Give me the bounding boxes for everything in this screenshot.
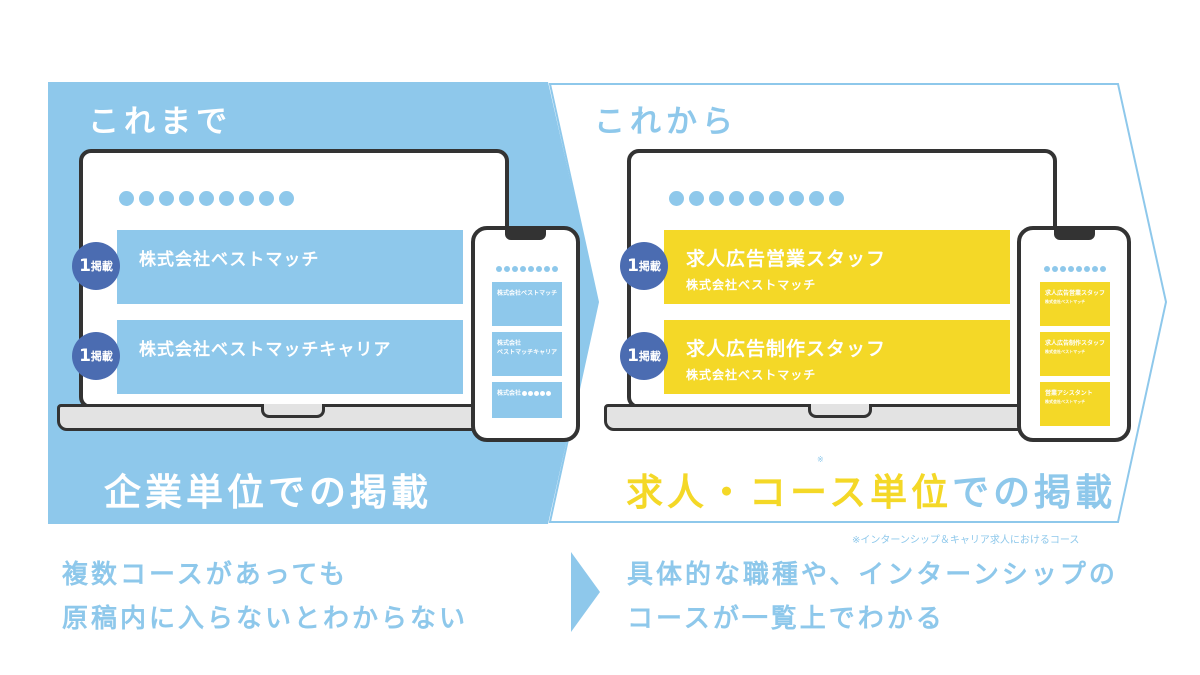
company-card: 株式会社ベストマッチキャリア (117, 320, 463, 394)
job-card: 求人広告制作スタッフ 株式会社ベストマッチ (664, 320, 1010, 394)
caption-rest: での掲載 (952, 471, 1117, 514)
laptop-screen-before: 株式会社ベストマッチ 株式会社ベストマッチキャリア (79, 149, 509, 409)
after-summary: 具体的な職種や、インターンシップの コースが一覧上でわかる (627, 553, 1118, 641)
card-title: 求人広告制作スタッフ (686, 338, 887, 360)
job-card: 求人広告営業スタッフ 株式会社ベストマッチ (664, 230, 1010, 304)
footnote: ※インターンシップ＆キャリア求人におけるコース (852, 535, 1080, 546)
phone-card: 株式会社 ベストマッチキャリア (492, 332, 562, 376)
note-mark: ※ (817, 455, 824, 464)
caption-highlight: 単位 (870, 471, 953, 514)
phone-card: 株式会社ベストマッチ (492, 282, 562, 326)
phone-job-card: 求人広告営業スタッフ 株式会社ベストマッチ (1040, 282, 1110, 326)
dots-placeholder (119, 191, 294, 206)
phone-card-text: 営業アシスタント (1045, 390, 1093, 397)
phone-card-text: 株式会社 (497, 389, 552, 398)
before-title: これまで (88, 104, 232, 140)
phone-notch (1054, 230, 1095, 240)
phone-card-text: 求人広告営業スタッフ (1045, 290, 1106, 297)
card-subtitle: 株式会社ベストマッチ (686, 368, 817, 382)
caption-highlight: 求人・コース (626, 471, 871, 514)
dots-placeholder (1044, 266, 1106, 272)
card-title: 株式会社ベストマッチキャリア (139, 340, 392, 360)
laptop-notch-before (261, 404, 325, 418)
phone-card-text: 株式会社 ベストマッチキャリア (497, 340, 558, 356)
summary-line: コースが一覧上でわかる (627, 604, 945, 634)
phone-before: 株式会社ベストマッチ 株式会社 ベストマッチキャリア 株式会社 (471, 226, 580, 442)
phone-card-text: 株式会社ベストマッチ (497, 290, 558, 297)
after-title: これから (594, 104, 738, 140)
phone-card-text: 求人広告制作スタッフ (1045, 340, 1106, 347)
company-card: 株式会社ベストマッチ (117, 230, 463, 304)
laptop-screen-after: 求人広告営業スタッフ 株式会社ベストマッチ 求人広告制作スタッフ 株式会社ベスト… (627, 149, 1057, 409)
phone-job-card: 営業アシスタント 株式会社ベストマッチ (1040, 382, 1110, 426)
laptop-notch-after (808, 404, 872, 418)
summary-line: 具体的な職種や、インターンシップの (627, 560, 1118, 590)
card-subtitle: 株式会社ベストマッチ (686, 278, 817, 292)
phone-card-subtitle: 株式会社ベストマッチ (1045, 299, 1086, 304)
phone-card: 株式会社 (492, 382, 562, 418)
summary-line: 原稿内に入らないとわからない (62, 604, 469, 634)
before-summary: 複数コースがあっても 原稿内に入らないとわからない (62, 553, 468, 641)
card-title: 株式会社ベストマッチ (139, 250, 320, 270)
divider-arrow-icon (571, 552, 600, 632)
after-caption: 求人・コース単位での掲載 (626, 462, 1116, 516)
phone-job-card: 求人広告制作スタッフ 株式会社ベストマッチ (1040, 332, 1110, 376)
phone-after: 求人広告営業スタッフ 株式会社ベストマッチ 求人広告制作スタッフ 株式会社ベスト… (1017, 226, 1131, 442)
phone-notch (505, 230, 546, 240)
phone-card-subtitle: 株式会社ベストマッチ (1045, 399, 1086, 404)
summary-line: 複数コースがあっても (62, 560, 349, 590)
before-caption: 企業単位での掲載 (104, 471, 432, 514)
dots-placeholder (669, 191, 844, 206)
dots-placeholder (496, 266, 558, 272)
phone-card-subtitle: 株式会社ベストマッチ (1045, 349, 1086, 354)
card-title: 求人広告営業スタッフ (686, 248, 887, 270)
